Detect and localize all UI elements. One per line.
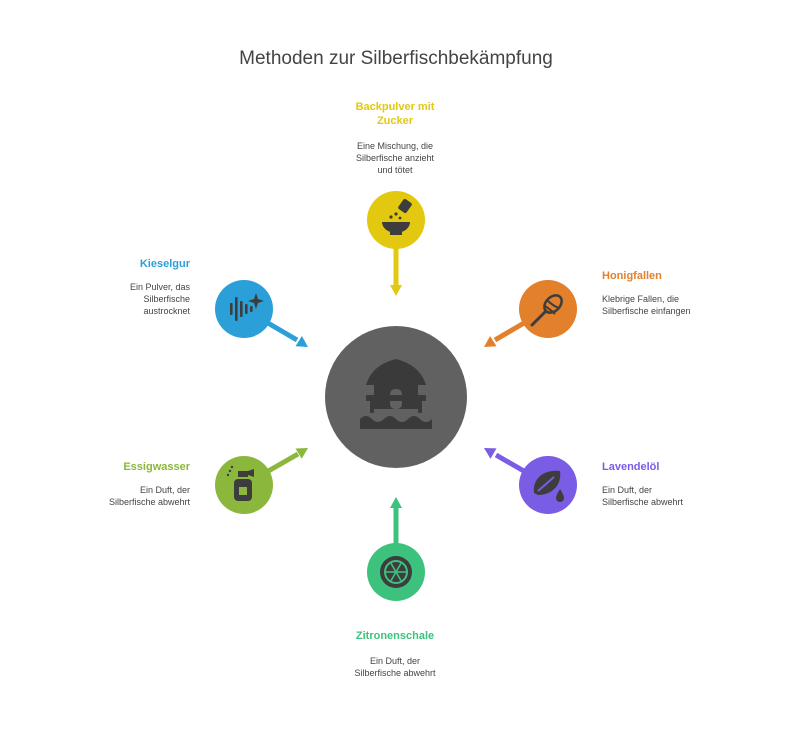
desc-line: Silberfische abwehrt (354, 668, 436, 678)
arrow-head (295, 448, 308, 459)
arrow-head (484, 448, 497, 459)
arrow-head (390, 497, 402, 508)
title-line: Zitronenschale (355, 630, 435, 642)
desc-line: Silberfische einfangen (602, 306, 691, 316)
lemon-slice-icon (380, 556, 412, 588)
center-hub (325, 326, 467, 468)
method-node-backpulver (367, 191, 425, 296)
title-line: Kieselgur (139, 258, 190, 270)
arrow-head (390, 285, 402, 296)
desc-line: Ein Duft, der (602, 485, 653, 495)
title-line: Zucker (376, 115, 414, 127)
title-line: Backpulver mit (355, 101, 435, 113)
hut-icon (360, 359, 432, 429)
bowl-icon (382, 199, 412, 235)
desc-line: und tötet (377, 165, 413, 175)
desc-line: Ein Duft, der (369, 656, 421, 666)
method-circle (367, 191, 425, 249)
desc-line: Klebrige Fallen, die (602, 294, 680, 304)
arrow-head (484, 336, 497, 347)
desc-line: austrocknet (143, 306, 190, 316)
desc-line: Ein Duft, der (139, 485, 190, 495)
method-node-lavendel (484, 448, 577, 514)
label-backpulver: Backpulver mit Zucker Eine Mischung, die… (330, 100, 460, 176)
desc-line: Ein Pulver, das (129, 282, 190, 292)
method-node-essig (215, 448, 308, 514)
label-kieselgur: Kieselgur Ein Pulver, das Silberfische a… (40, 257, 190, 317)
honey-dipper-icon (530, 294, 563, 327)
method-node-honig (484, 280, 577, 347)
title-line: Lavendelöl (602, 461, 660, 473)
sparkle-lines-icon (230, 293, 264, 321)
title-line: Honigfallen (602, 270, 662, 282)
desc-line: Silberfische (143, 294, 190, 304)
label-honigfallen: Honigfallen Klebrige Fallen, die Silberf… (602, 269, 772, 317)
label-lavendeloel: Lavendelöl Ein Duft, der Silberfische ab… (602, 460, 772, 508)
label-zitronenschale: Zitronenschale Ein Duft, der Silberfisch… (320, 629, 470, 679)
method-node-zitrone (367, 497, 425, 601)
label-essigwasser: Essigwasser Ein Duft, der Silberfische a… (40, 460, 190, 508)
leaf-drop-icon (533, 470, 564, 502)
arrow-head (295, 336, 308, 347)
desc-line: Silberfische abwehrt (602, 497, 684, 507)
method-circle (215, 280, 273, 338)
desc-line: Eine Mischung, die (356, 141, 434, 151)
title-line: Essigwasser (123, 461, 190, 473)
desc-line: Silberfische abwehrt (108, 497, 190, 507)
desc-line: Silberfische anzieht (355, 153, 435, 163)
method-node-kiesel (215, 280, 308, 347)
diagram-title: Methoden zur Silberfischbekämpfung (239, 48, 553, 69)
spray-bottle-icon (226, 465, 254, 501)
